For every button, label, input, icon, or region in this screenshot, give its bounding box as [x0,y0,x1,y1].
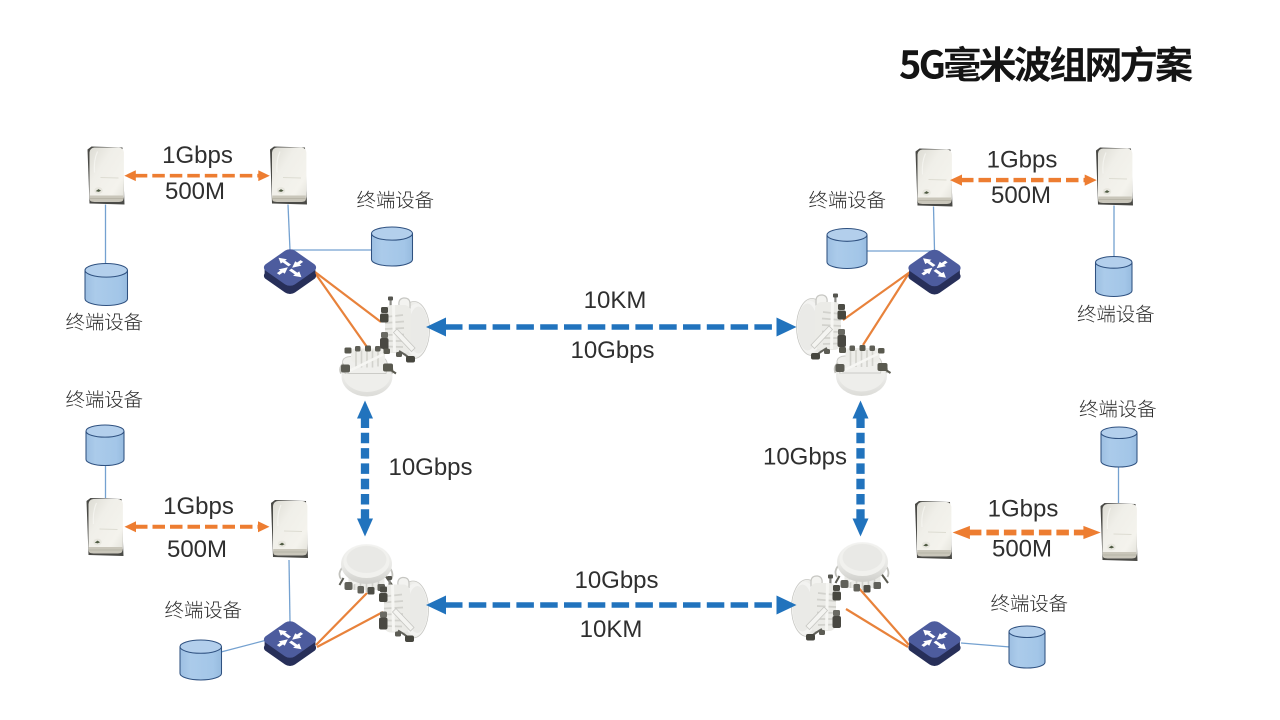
svg-text:1Gbps: 1Gbps [163,493,234,520]
svg-text:500M: 500M [991,182,1051,209]
svg-text:500M: 500M [167,536,227,563]
svg-text:500M: 500M [992,536,1052,563]
svg-text:10KM: 10KM [580,616,643,643]
svg-text:1Gbps: 1Gbps [162,142,233,169]
svg-text:10Gbps: 10Gbps [570,337,654,364]
svg-text:1Gbps: 1Gbps [988,496,1059,523]
svg-text:1Gbps: 1Gbps [987,147,1058,174]
svg-text:10Gbps: 10Gbps [574,567,658,594]
svg-text:10Gbps: 10Gbps [763,444,847,471]
svg-text:10Gbps: 10Gbps [388,454,472,481]
svg-text:10KM: 10KM [584,287,647,314]
svg-text:500M: 500M [165,178,225,205]
